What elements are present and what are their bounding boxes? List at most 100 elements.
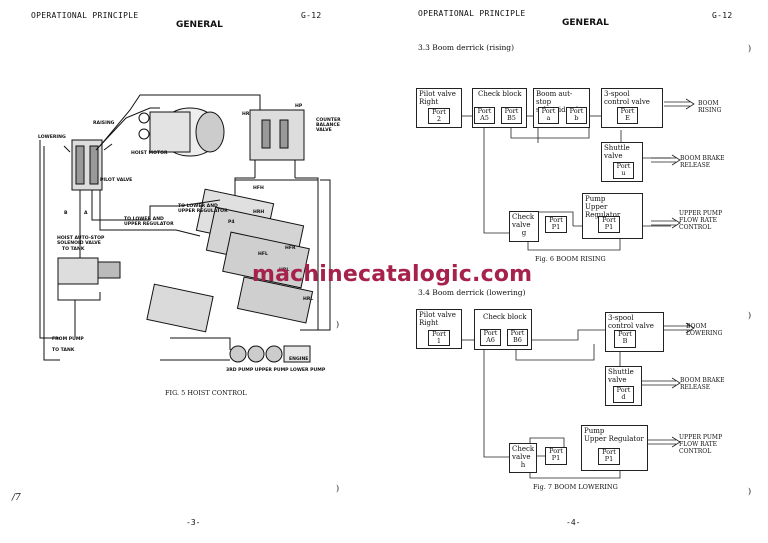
lowering-out-brake-l1: BOOM BRAKE [680,377,725,384]
rising-autostop-l1: Boom aut-stop [536,90,573,106]
lowering-3spool-l2: control valve [608,322,654,330]
rising-out-pump: UPPER PUMP FLOW RATE CONTROL [679,210,722,231]
label-raising: RAISING [93,121,115,126]
lowering-pilot-l1: Pilot valve [419,311,456,319]
lowering-out-boom-l2: LOWERING [686,330,723,337]
section-boom-rising: 3.3 Boom derrick (rising) [418,43,515,52]
label-a: A [84,211,88,216]
rising-out-brake-l1: BOOM BRAKE [680,155,725,162]
rising-pilot-l1: Pilot valve [419,90,456,98]
rising-check-valve-l3: g [521,229,527,237]
label-p4: P4 [228,220,235,225]
rising-pump-l2: Upper Regulator [585,203,621,219]
rising-port-b5-l1: Port [504,107,519,115]
left-margin-mark-1: ) [336,320,340,329]
rising-port-a5-l2: A5 [480,114,489,122]
lowering-port-p1-regulator: Port P1 [598,448,620,465]
right-margin-mark-2: ) [748,311,752,320]
lowering-out-brake-l2: RELEASE [680,384,711,391]
label-hrl-2: HRL [303,297,314,302]
lowering-pump-l2: Upper Regulator [584,435,644,443]
label-autostop-2: SOLENOID VALVE [57,241,101,246]
lowering-port-a6-l2: A6 [486,336,495,344]
rising-port-b: Port b [566,107,587,124]
rising-autostop-l2: solenoid valve [536,106,587,114]
lowering-port-a6-l1: Port [483,329,498,337]
rising-port-p1a-l1: Port [549,216,563,224]
rising-port-e-l1: Port [620,107,635,115]
lowering-port-p1-check: Port P1 [545,447,567,465]
rising-port-a5: Port A5 [474,107,495,124]
rising-port-a-l1: Port [541,107,556,115]
lowering-check-valve-box: Check valve h [509,443,537,473]
rising-pilot-l2: Right [419,98,439,106]
label-to-tank-2: TO TANK [52,348,75,353]
rising-port-2-l1: Port [432,108,446,116]
label-autostop-1: HOIST AUTO-STOP [57,236,105,241]
lowering-port-a6: Port A6 [480,329,501,346]
left-page-number: -3- [186,518,201,527]
figure-7-caption: Fig. 7 BOOM LOWERING [533,483,618,491]
label-hfh: HFH [253,186,264,191]
rising-check-valve-l2: valve [512,221,531,229]
lowering-port-b: Port B [614,330,636,348]
rising-out-boom: BOOM RISING [698,100,721,114]
lowering-out-boom: BOOM LOWERING [686,323,722,337]
lowering-pump-l1: Pump [584,427,605,435]
section-boom-lowering: 3.4 Boom derrick (lowering) [418,288,526,297]
label-pilot-valve: PILOT VALVE [100,178,133,183]
lowering-port-b6: Port B6 [507,329,528,346]
label-to-tank-1: TO TANK [62,247,85,252]
label-hr: HR [242,112,250,117]
label-to-lower-2a: TO LOWER AND [124,217,164,222]
rising-out-boom-l1: BOOM [698,100,719,107]
lowering-3spool-l1: 3-spool [608,314,634,322]
lowering-port-1-l1: Port [432,330,446,338]
lowering-port-d-l2: d [621,393,626,401]
rising-port-u-l1: Port [616,162,631,170]
lowering-port-b6-l1: Port [510,329,525,337]
lowering-port-p1b-l1: Port [602,448,616,456]
rising-port-a-l2: a [546,114,551,122]
rising-port-a5-l1: Port [477,107,492,115]
rising-shuttle-l2: valve [604,152,623,160]
lowering-check-valve-l2: valve [512,453,531,461]
rising-out-pump-l3: CONTROL [679,224,712,231]
lowering-check-block-label: Check block [483,313,527,321]
lowering-port-b-l1: Port [618,330,632,338]
rising-out-pump-l1: UPPER PUMP [679,210,723,217]
rising-port-b5-l2: B5 [507,114,516,122]
label-counter-balance-1: COUNTER [316,118,341,123]
rising-port-e: Port E [617,107,638,124]
lowering-port-d: Port d [613,386,634,403]
rising-check-valve-l1: Check [512,213,535,221]
left-header: OPERATIONAL PRINCIPLE [31,11,139,20]
rising-pump-l1: Pump [585,195,606,203]
label-hrl: HRL [279,268,290,273]
lowering-out-boom-l1: BOOM [686,323,707,330]
rising-check-block-label: Check block [478,90,522,98]
rising-port-e-l2: E [625,114,630,122]
lowering-out-brake: BOOM BRAKE RELEASE [680,377,725,391]
label-to-lower-2b: UPPER REGULATOR [124,222,174,227]
lowering-out-pump: UPPER PUMP FLOW RATE CONTROL [679,434,722,455]
left-margin-mark-2: ) [336,484,340,493]
lowering-port-p1a-l1: Port [549,447,563,455]
rising-port-p1a-l2: P1 [551,223,561,231]
right-header: OPERATIONAL PRINCIPLE [418,9,526,18]
rising-3spool-l2: control valve [604,98,650,106]
left-title: GENERAL [176,20,223,30]
lowering-pilot-l2: Right [419,319,439,327]
lowering-out-pump-l3: CONTROL [679,448,712,455]
label-b: B [64,211,68,216]
lowering-shuttle-l1: Shuttle [608,368,634,376]
lowering-port-b6-l2: B6 [513,336,522,344]
left-page-code: G-12 [301,11,322,20]
lowering-port-b-l2: B [622,337,628,345]
right-page-code: G-12 [712,11,733,20]
lowering-shuttle-l2: valve [608,376,627,384]
lowering-out-pump-l2: FLOW RATE [679,441,718,448]
label-hfl: HFL [258,252,268,257]
